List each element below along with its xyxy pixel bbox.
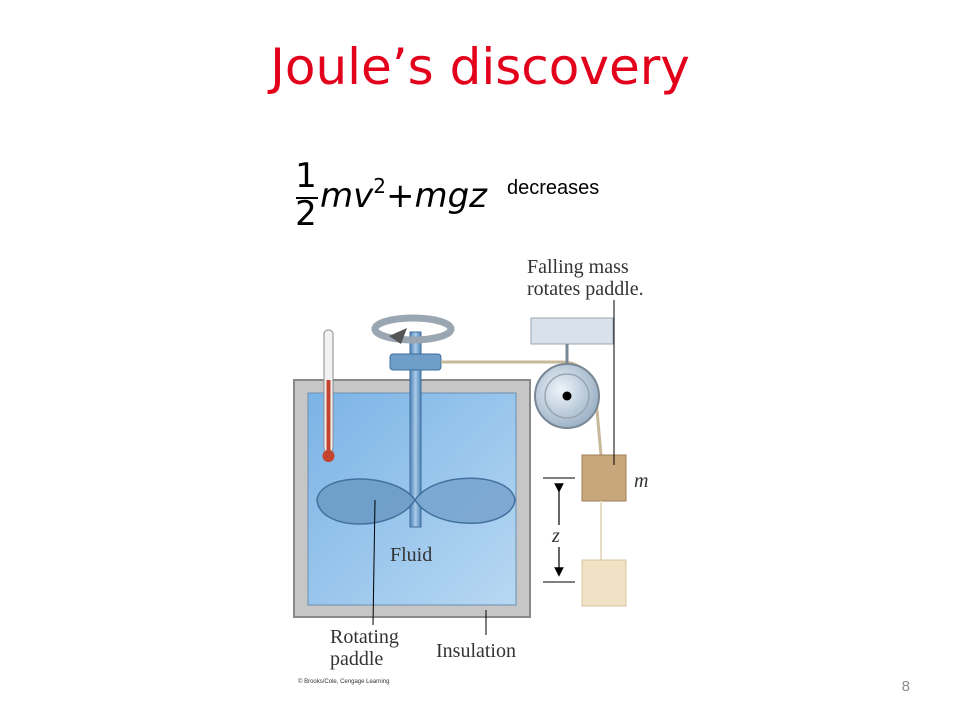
exponent: 2 bbox=[373, 174, 386, 198]
energy-equation: 1 2 mv2+mgz bbox=[290, 152, 490, 237]
apparatus-illustration bbox=[293, 300, 627, 635]
height-symbol-label: z bbox=[550, 525, 562, 547]
thermometer-bulb bbox=[322, 450, 335, 462]
pulley-axle bbox=[562, 391, 572, 401]
slide-title: Joule’s discovery bbox=[270, 38, 690, 96]
mass-symbol-label: m bbox=[634, 470, 649, 492]
rotation-arrow-head bbox=[389, 328, 407, 344]
rotation-arrow bbox=[371, 314, 455, 344]
potential-term: mgz bbox=[414, 176, 488, 216]
page-number: 8 bbox=[901, 678, 910, 695]
fluid-label: Fluid bbox=[390, 544, 433, 566]
plus-sign: + bbox=[385, 176, 415, 216]
fraction-numerator: 1 bbox=[295, 156, 317, 196]
paddle-shaft bbox=[409, 331, 422, 528]
pulley-bracket bbox=[530, 317, 614, 345]
rotating-paddle-label-line1: Rotating bbox=[330, 626, 399, 648]
copyright-notice: © Brooks/Cole, Cengage Learning bbox=[298, 679, 390, 685]
fraction-bar bbox=[296, 197, 318, 199]
pulley-inner bbox=[544, 373, 590, 419]
paddle-blade-right bbox=[414, 477, 516, 524]
falling-mass-label-line1: Falling mass bbox=[527, 256, 629, 278]
spindle-hub bbox=[389, 353, 442, 371]
thermometer-column bbox=[326, 380, 331, 452]
falling-mass-label-line2: rotates paddle. bbox=[527, 278, 644, 300]
fraction-denominator: 2 bbox=[295, 194, 317, 234]
joule-apparatus-figure: Falling mass rotates paddle. m z Fluid R… bbox=[285, 250, 705, 695]
energy-expression: mv2+mgz bbox=[320, 174, 487, 216]
rotating-paddle-leader bbox=[372, 499, 376, 626]
lowered-mass bbox=[581, 559, 627, 607]
kinetic-term: mv bbox=[320, 176, 374, 216]
paddle-blade-left bbox=[316, 478, 416, 525]
insulation-label: Insulation bbox=[436, 640, 516, 662]
falling-mass bbox=[581, 454, 627, 502]
rotating-paddle-label-line2: paddle bbox=[330, 648, 384, 670]
decreases-annotation: decreases bbox=[507, 177, 600, 199]
